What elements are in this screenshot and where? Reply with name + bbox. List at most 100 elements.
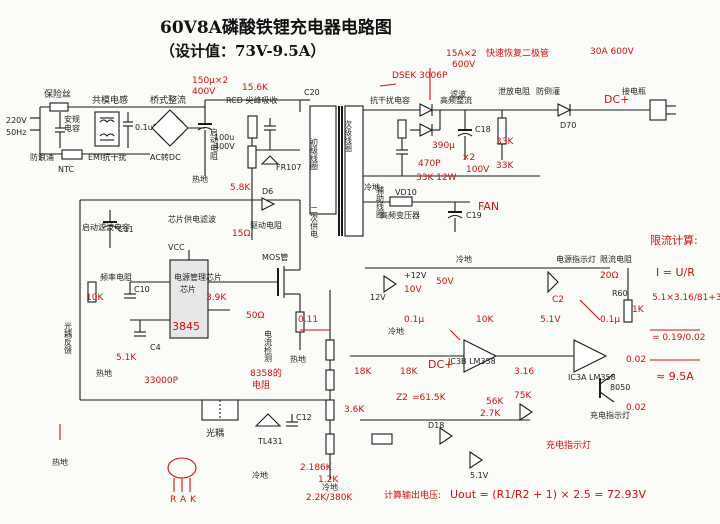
r14-resistor [325,339,335,361]
anno-cap390: 390μ [432,141,455,151]
c2-label: 0.1uF [135,123,158,132]
pwm-chip-label2: 芯片 [180,284,196,294]
anno-r10k: 10K [86,293,104,303]
output-label: 接电瓶 [622,86,646,96]
anno-r33k12w: 33K 12W [416,173,457,183]
anno-cap-v: 400V [192,87,216,97]
vcc-filter-label: 芯片供电滤波 [168,214,216,224]
fuse-label: 保险丝 [44,88,71,100]
opamp-ic3b [463,339,498,373]
cold-ground-2: 冷地 [252,470,268,480]
ntc-label: NTC [58,165,74,174]
charge-led-label: 充电指示灯 [590,410,630,420]
pwm-controller-chip [169,259,209,339]
anno-c50v: 50V [436,277,454,287]
anno-vout-calc: 计算输出电压: [384,489,441,501]
anno-r002b: 0.02 [626,403,646,413]
vzd2-zener [469,450,483,470]
input-voltage: 220V [6,116,27,125]
mos-transistor [230,200,301,312]
anno-r10v: 10V [404,285,422,295]
q8050-label: 8050 [610,383,630,392]
bridge-label: 桥式整流 [150,94,186,106]
anno-dc-plus-mid: DC+ [428,358,453,371]
anno-r10k-b: 10K [476,315,494,325]
freq-res-label: 频率电阻 [100,272,132,282]
charge-led [519,402,533,422]
anno-z2: Z2 [396,393,408,403]
anno-r01b: 0.1μ [600,315,620,325]
hot-ground-1: 热地 [192,174,208,184]
opamp-ic3a-label: IC3A LM358 [568,373,616,382]
d6-label: D6 [262,187,273,196]
anno-r18k2: 18K [400,367,418,377]
anno-charge-led: 充电指示灯 [546,439,591,451]
hot-ground-2: 热地 [96,368,112,378]
anno-r39k: 3.9K [206,293,227,303]
anno-r20: 20Ω [600,271,618,281]
anno-r18k: 18K [354,367,372,377]
anno-r15: 15Ω [232,229,250,239]
d6-diode [261,197,276,211]
vzd2-label: 5.1V [470,471,489,480]
cur-limit-res-label: 限流电阻 [600,254,632,264]
drive-label: 驱动电阻 [250,220,282,230]
anno-r011: 0.11 [298,315,318,325]
d70-label: D70 [560,121,576,130]
tl431-pinout-sketch [167,457,197,479]
anno-c2: C2 [552,295,564,305]
anno-fast-diode: 快速恢复二极管 [486,47,549,59]
anno-r51k: 5.1K [116,353,137,363]
anno-formula-2: = 0.19/0.02 [652,333,706,343]
anno-cur-limit: 限流计算: [650,233,698,247]
cold-ground-3: 冷地 [322,482,338,492]
anno-capx2: ×2 [462,153,475,163]
c18-label: C18 [475,125,491,134]
r16-resistor [325,369,335,391]
common-mode-choke [94,111,120,147]
secondary-coil-label: 次级线圈 [344,119,353,152]
anno-pin-a: A [180,495,187,505]
handwritten-annotations: 150μ×2 400V 15.6K 5.8K 15Ω 10K 5.1K 3300… [59,47,720,505]
bulk-cap-voltage: 400V [214,142,235,151]
anno-r316: 3.16 [514,367,534,377]
anno-r2186: 2.186K [300,463,333,473]
bulk-cap-value: 100u [214,133,234,142]
r19-resistor [325,399,335,421]
power-led-label: 电源指示灯 [556,254,596,264]
vd10-label: VD10 [395,188,417,197]
hot-ground-3: 热地 [290,354,306,364]
rcd-resistor [247,115,258,139]
safety-cap-label: 安规 [64,114,80,124]
anno-cap100v: 100V [466,165,490,175]
anno-resistor-8358: 8358的 [250,367,282,379]
anno-res-start: 15.6K [242,83,269,93]
vzd1-zener [383,274,397,294]
r17-resistor [325,433,335,455]
vcc-label: VCC [168,243,185,252]
anno-r36k: 3.6K [344,405,365,415]
anno-pin-r: R [170,495,176,505]
cold-ground-1: 冷地 [364,182,380,192]
reg12-label: +12V [404,271,427,280]
opto-fb-label: 光耦反馈 [64,321,73,355]
fuse-symbol [49,102,69,112]
anno-r56k: 56K [486,397,504,407]
acdc-label: AC转DC [150,152,181,162]
anno-r33k-b: 33K [496,161,514,171]
anno-r1k: 1K [632,305,645,315]
diagram-subtitle: （设计值：73V-9.5A） [160,42,325,60]
anno-3845: 3845 [172,320,200,333]
anno-r51v: 5.1V [540,315,561,325]
common-mode-label: 共模电感 [92,94,128,106]
opamp-ic3b-label: IC3B LM358 [448,357,496,366]
anno-formula-i: I = U/R [656,266,695,279]
rp2-pot [371,433,393,445]
c10-label: C10 [134,285,150,294]
ac-supply-label: 二次供电 [310,206,319,238]
anno-diode-rating: 30A 600V [590,47,635,57]
cold-ground-4: 冷地 [388,326,404,336]
anno-r75k: 75K [514,391,532,401]
anno-r12k: 1.2K [318,475,339,485]
fan-label: FAN [478,200,499,213]
